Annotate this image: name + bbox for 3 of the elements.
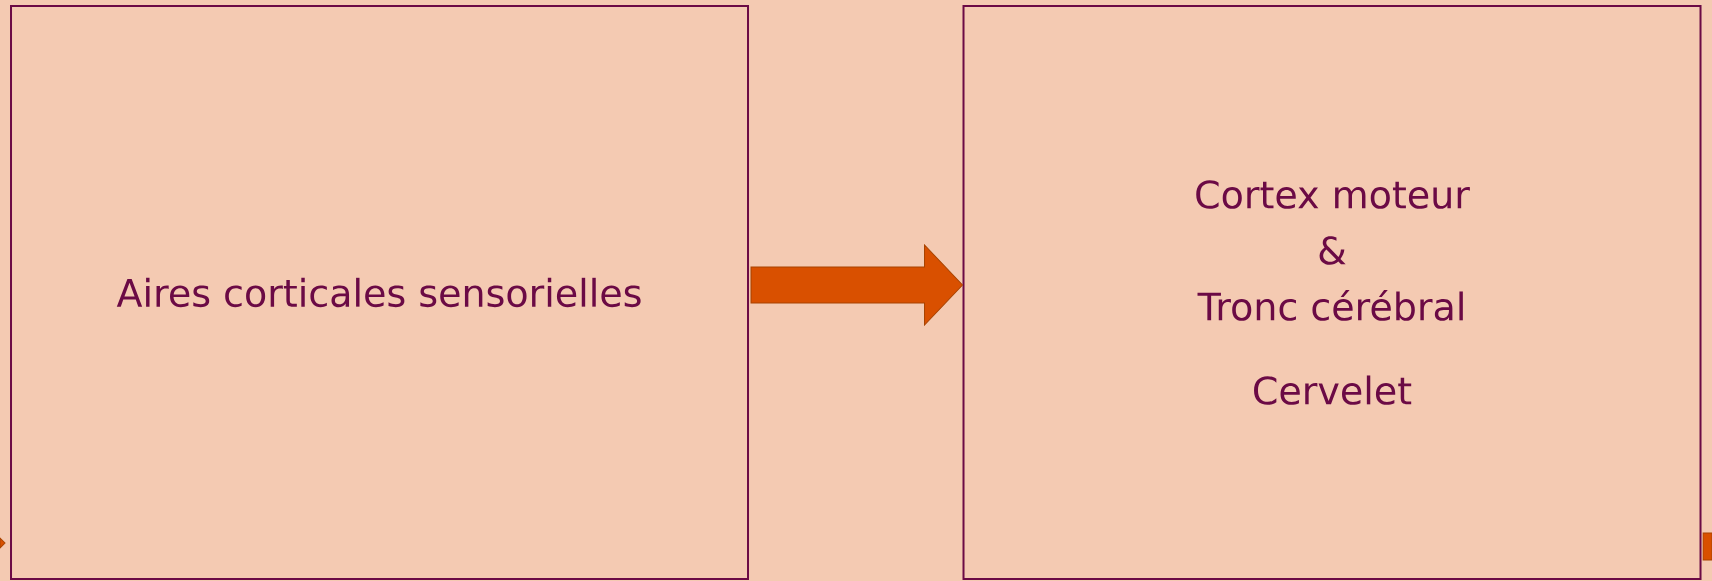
block-arrow bbox=[750, 244, 963, 326]
text-box: Cortex moteur & Tronc cérébral Cervelet bbox=[962, 5, 1702, 580]
text-box: Aires corticales sensorielles bbox=[10, 5, 749, 580]
